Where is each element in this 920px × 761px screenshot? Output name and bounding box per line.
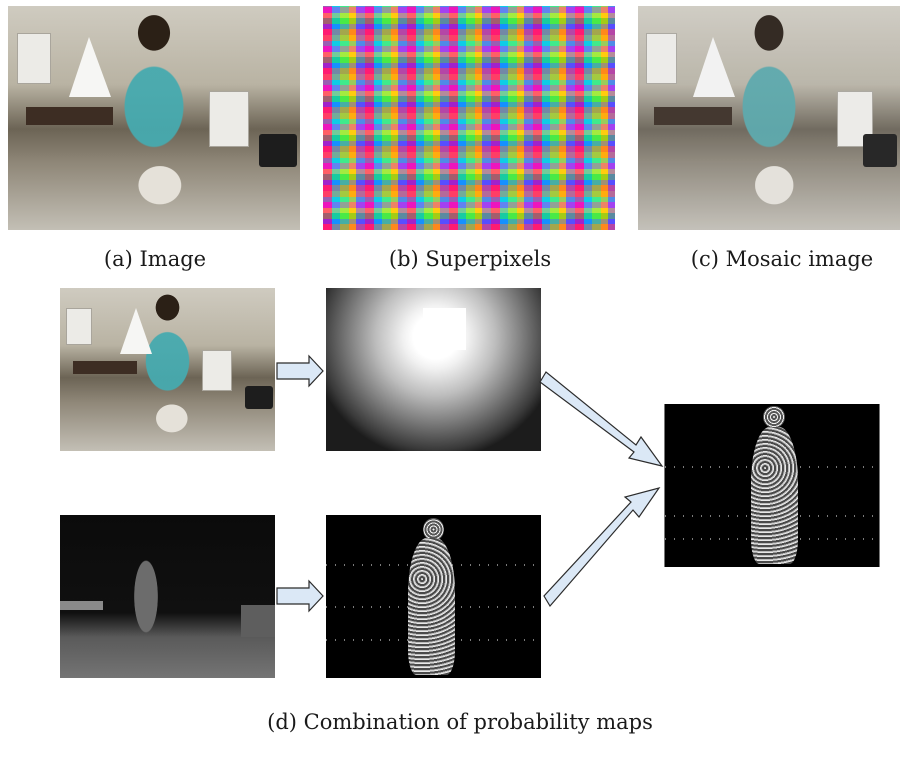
depth-probability-map-panel — [326, 515, 541, 678]
small-rgb-image-panel — [60, 288, 275, 451]
caption-a: (a) Image — [103, 247, 207, 271]
caption-d: (d) Combination of probability maps — [267, 710, 653, 734]
superpixels-panel — [323, 6, 615, 230]
position-prior-map-panel — [326, 288, 541, 451]
caption-b: (b) Superpixels — [388, 247, 552, 271]
arrow-right-top — [276, 354, 324, 388]
caption-c: (c) Mosaic image — [690, 247, 874, 271]
image-panel-rgb — [8, 6, 300, 230]
arrow-right-bottom — [276, 579, 324, 613]
combined-probability-map-panel — [664, 404, 880, 567]
arrow-diagonal-down — [539, 371, 664, 467]
arrow-diagonal-up — [543, 487, 661, 608]
depth-image-panel — [60, 515, 275, 678]
mosaic-image-panel — [638, 6, 900, 230]
